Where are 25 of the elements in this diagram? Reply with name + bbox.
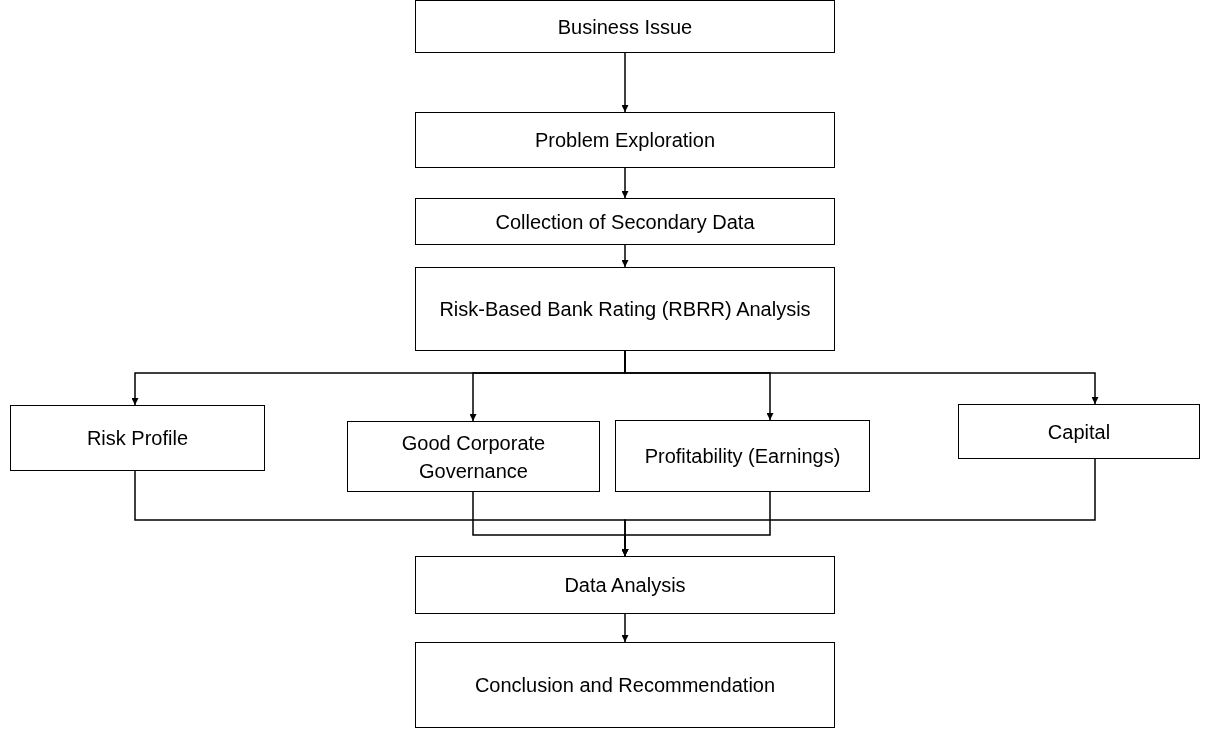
node-label: Risk-Based Bank Rating (RBRR) Analysis (439, 297, 811, 322)
process-box (10, 405, 265, 471)
process-box (415, 556, 835, 614)
arrow (621, 613, 629, 643)
node-label: Risk Profile (86, 426, 189, 451)
process-box (415, 112, 835, 168)
arrow (621, 458, 1096, 557)
arrow (621, 52, 629, 113)
node-label: Problem Exploration (534, 128, 716, 153)
process-box (958, 404, 1200, 459)
process-box (415, 642, 835, 728)
process-box (415, 198, 835, 245)
node-label: Collection of Secondary Data (495, 209, 755, 235)
node-label: Data Analysis (564, 573, 686, 598)
node-label: Conclusion and Recommendation (474, 673, 776, 698)
node-label: Profitability (Earnings) (644, 444, 841, 469)
node-label: Good Corporate Governance (400, 430, 547, 484)
process-box (415, 0, 835, 53)
process-box (615, 420, 870, 492)
process-box (415, 267, 835, 351)
node-label: Business Issue (557, 14, 693, 40)
arrow (621, 244, 629, 268)
node-label: Capital (1047, 419, 1111, 445)
arrow (621, 167, 629, 199)
process-box (347, 421, 600, 492)
